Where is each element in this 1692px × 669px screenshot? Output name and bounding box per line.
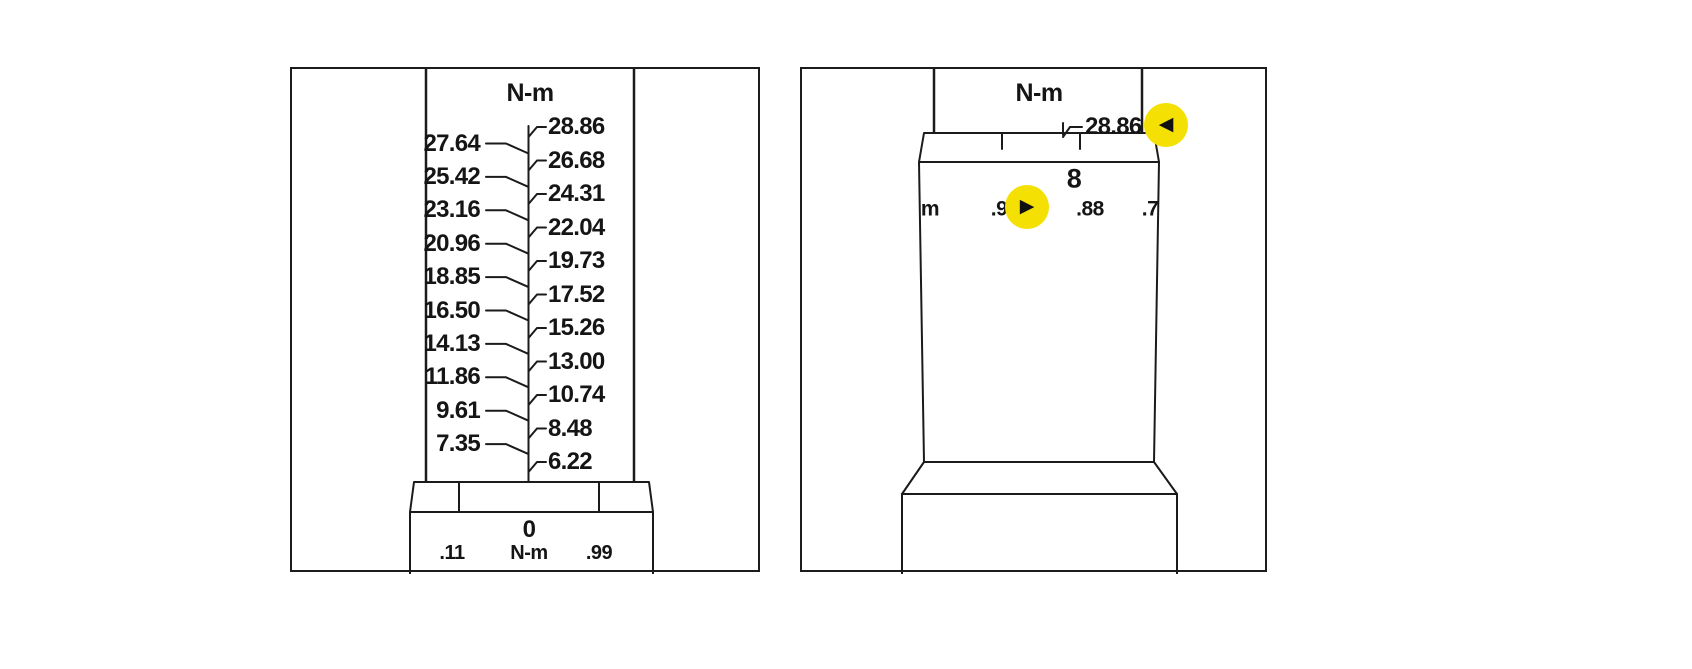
scale-value-label: 15.26 (548, 314, 605, 341)
scale-tick (527, 427, 547, 440)
scale-pointer-marker[interactable]: ◀ (1144, 103, 1188, 147)
scale-tick (527, 193, 547, 205)
thimble-left-value: .11 (439, 542, 465, 564)
scale-value-label: 14.13 (423, 329, 480, 357)
right-panel-linework (901, 69, 1178, 574)
thimble-band-dividers (1001, 132, 1081, 150)
scale-value-label: 9.61 (436, 396, 481, 424)
scale-tick (485, 409, 530, 422)
scale-value-label: 10.74 (548, 381, 605, 408)
scale-value-label: 13.00 (548, 347, 605, 375)
unit-title: N-m (1015, 79, 1063, 107)
scale-tick (485, 376, 530, 389)
vernier-value-3: .7 (1141, 197, 1159, 221)
thimble-zero-value: 0 (522, 516, 536, 543)
scale-value-label: 19.73 (548, 247, 605, 274)
scale-tick (485, 443, 530, 456)
vernier-value-1: .9 (990, 197, 1008, 221)
thimble-band-dividers (458, 481, 600, 513)
handle-sides (901, 493, 1178, 574)
main-scale-view-panel: N-m 0 .11 N-m .99 28.86 26.68 24.31 22.04 19… (290, 67, 760, 574)
scale-value-label: 25.42 (423, 162, 480, 190)
scale-tick (485, 342, 530, 355)
left-panel-linework (409, 69, 654, 574)
scale-tick (485, 242, 530, 255)
pointed-scale-value: 28.86 (1085, 113, 1142, 140)
scale-value-label: 22.04 (548, 213, 605, 241)
scale-tick (527, 394, 547, 406)
scale-tick (527, 360, 547, 373)
scale-value-label: 20.96 (423, 229, 480, 257)
scale-tick (527, 260, 547, 272)
thimble-major-value: 8 (1066, 163, 1082, 194)
scale-value-label: 24.31 (548, 180, 605, 207)
scale-tick (485, 309, 530, 322)
scale-tick (485, 175, 530, 188)
scale-tick (527, 293, 547, 306)
scale-value-label: 26.68 (548, 146, 605, 174)
pointed-value-leader (1062, 126, 1083, 138)
thimble-band-outline (409, 481, 654, 513)
scale-value-label: 6.22 (548, 448, 593, 475)
scale-tick (527, 461, 547, 473)
handle-flare (901, 461, 1178, 495)
scale-value-label: 23.16 (423, 196, 480, 224)
unit-title: N-m (506, 79, 554, 107)
scale-tick (485, 276, 530, 289)
scale-value-label: 17.52 (548, 280, 605, 308)
scale-tick (485, 209, 530, 222)
vernier-value-2: .88 (1076, 197, 1104, 221)
vernier-partial-unit: m (920, 197, 940, 221)
scale-value-label: 7.35 (436, 430, 481, 458)
scale-tick (527, 126, 547, 138)
left-arrow-icon: ◀ (1158, 113, 1174, 135)
zoomed-thimble-panel: N-m 28.86 ◀ 8 m .9 .88 .7 ▶ (800, 67, 1267, 574)
scale-value-label: 18.85 (423, 263, 480, 291)
scale-tick (527, 226, 547, 239)
vernier-pointer-marker[interactable]: ▶ (1005, 185, 1049, 229)
scale-tick (485, 142, 530, 155)
scale-value-label: 28.86 (548, 113, 605, 140)
right-arrow-icon: ▶ (1019, 195, 1035, 217)
thimble-unit-label: N-m (510, 542, 548, 564)
thimble-right-value: .99 (585, 542, 613, 564)
scale-value-label: 27.64 (423, 129, 480, 157)
scale-value-label: 8.48 (548, 414, 593, 442)
scale-value-label: 11.86 (424, 363, 481, 391)
scale-tick (527, 327, 547, 339)
scale-tick (527, 159, 547, 172)
scale-value-label: 16.50 (423, 296, 480, 324)
